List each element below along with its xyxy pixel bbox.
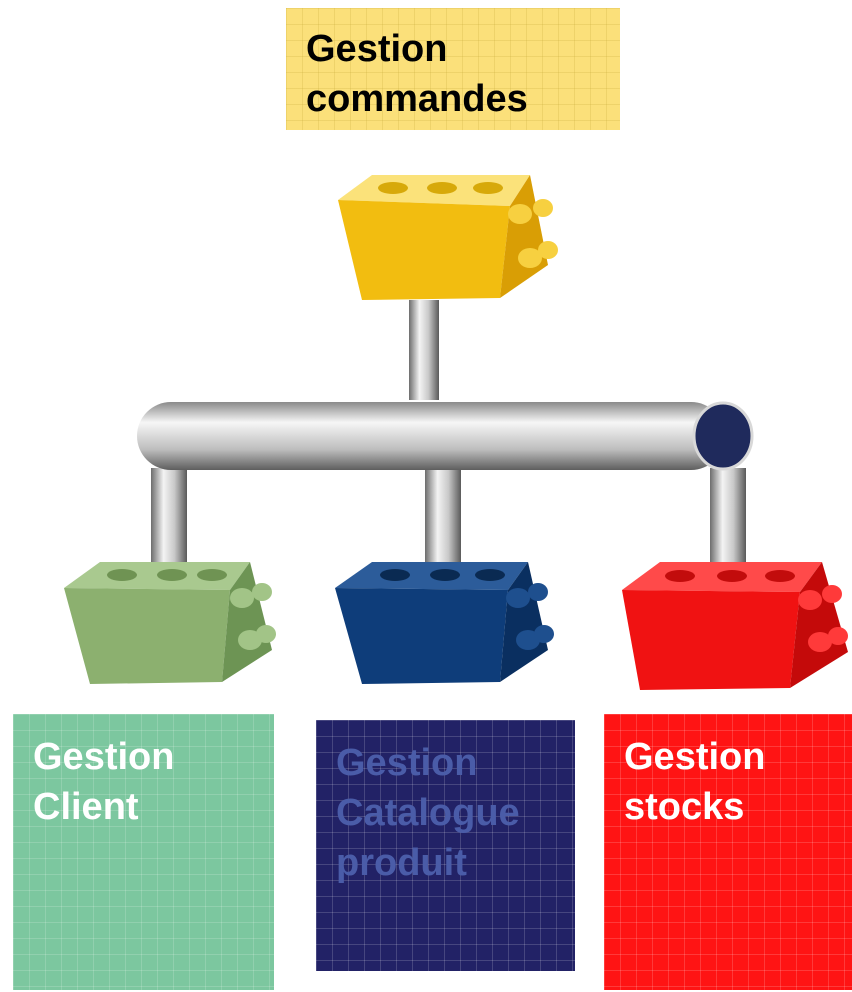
label-line: Gestion — [624, 736, 766, 778]
connector-client — [151, 468, 187, 576]
brick-gestion-catalogue — [335, 562, 554, 684]
brick-gestion-client — [64, 562, 276, 684]
bus-end-cap — [692, 401, 754, 471]
label-line: Gestion — [336, 742, 478, 784]
label-line: stocks — [624, 786, 745, 828]
label-line: Client — [33, 786, 139, 828]
label-line: Gestion — [306, 28, 448, 70]
label-line: commandes — [306, 78, 528, 120]
brick-gestion-commandes — [338, 175, 558, 300]
connector-catalogue — [425, 468, 461, 576]
connector-stocks — [710, 468, 746, 576]
label-gestion-catalogue-produit: Gestion Catalogue produit — [316, 720, 575, 971]
label-gestion-commandes: Gestion commandes — [286, 8, 620, 130]
bus-pipe — [137, 401, 754, 471]
label-line: Catalogue — [336, 792, 520, 834]
brick-gestion-stocks — [622, 562, 848, 690]
label-gestion-stocks: Gestion stocks — [604, 714, 852, 990]
connector-top — [409, 300, 439, 400]
label-gestion-client: Gestion Client — [13, 714, 274, 990]
label-line: produit — [336, 842, 467, 884]
label-line: Gestion — [33, 736, 175, 778]
